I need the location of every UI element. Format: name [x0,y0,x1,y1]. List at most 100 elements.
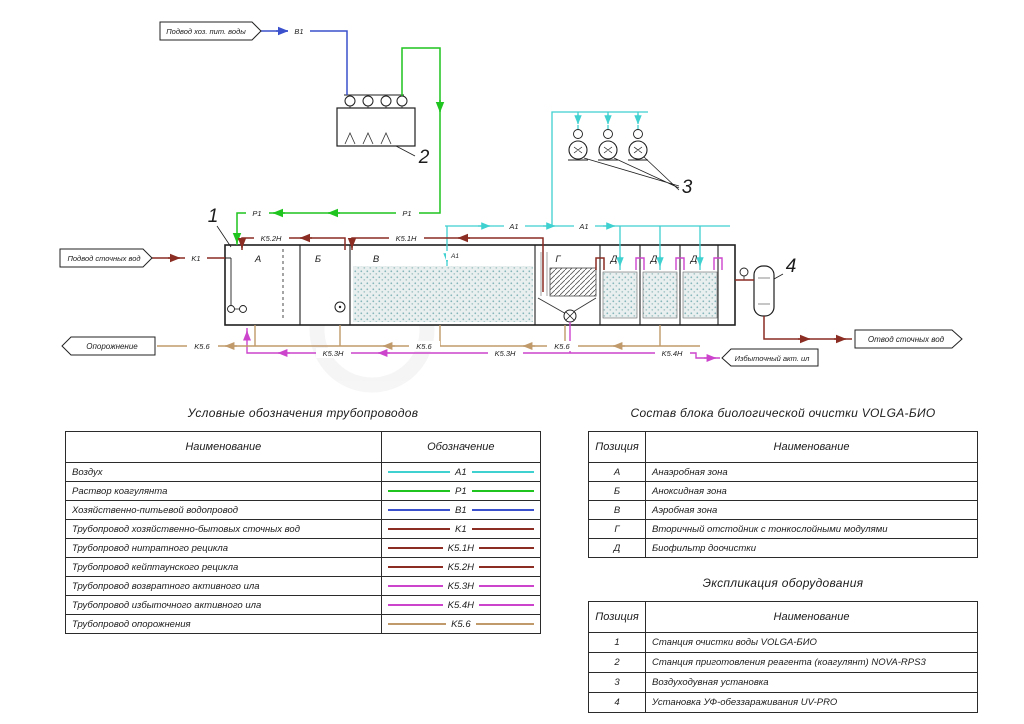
process-flow-diagram: B1 P1 P1 A1 A1 A1 K1 K5.1H K5.2H K5.6 K5… [59,21,963,367]
zone-label-d: Д [650,254,658,265]
flag-wastewater-in-label: Подвод сточных вод [67,254,140,263]
zone-label-d: Д [610,254,618,265]
pipe-code: K5.1H [447,542,475,554]
pipe-code: P1 [455,485,467,497]
equipment-table: Позиция Наименование 1 Станция очистки в… [588,601,978,713]
equipment-position: 3 [588,672,646,693]
pipe-color-sample [479,566,534,568]
pipe-name: Трубопровод нитратного рецикла [65,538,382,558]
zone-name: Вторичный отстойник с тонкослойными моду… [645,519,978,539]
label-p1: P1 [402,209,411,218]
zone-name: Анаэробная зона [645,462,978,482]
aeration-field [353,266,533,322]
legend-row: Хозяйственно-питьевой водопровод B1 [65,500,542,520]
flag-texts: Подвод хоз. пит. воды Подвод сточных вод… [67,27,944,363]
flag-emptying [61,336,156,356]
label-a1: A1 [578,222,588,231]
pipe-color-sample [387,566,443,568]
zone-name: Аэробная зона [645,500,978,520]
pipe-name: Хозяйственно-питьевой водопровод [65,500,382,520]
flag-feed-water-label: Подвод хоз. пит. воды [166,27,246,36]
zone-position: Г [588,519,646,539]
pipe-name: Трубопровод хозяйственно-бытовых сточных… [65,519,382,539]
flag-wastewater-out-label: Отвод сточных вод [868,335,945,344]
equipment-block: Экспликация оборудования Позиция Наимено… [588,576,978,713]
position-numbers: 1 2 3 4 [208,147,797,277]
label-k51: K5.1H [396,234,417,243]
composition-row: Б Аноксидная зона [588,481,978,501]
equipment-position: 4 [588,692,646,713]
zone-label-v: В [373,254,380,265]
flag-feed-water [159,21,262,41]
pipe-color-sample [479,547,534,549]
composition-row: Г Вторичный отстойник с тонкослойными мо… [588,519,978,539]
uv-unit [753,265,775,317]
pipe-name: Трубопровод опорожнения [65,614,382,634]
equipment-name: Установка УФ-обеззараживания UV-PRO [645,692,978,713]
label-a1: A1 [450,253,459,260]
dosing-pump-icon [344,95,356,107]
flag-emptying-label: Опорожнение [86,342,138,351]
pipe-color-sample [387,547,443,549]
legend-row: Раствор коагулянта P1 [65,481,542,501]
pipe-p1-coagulant [232,47,445,245]
flag-wastewater-out [854,329,963,349]
composition-row: В Аэробная зона [588,500,978,520]
mixer-icon [227,305,235,313]
pipeline-legend-table: Наименование Обозначение Воздух A1 Раств… [65,431,542,634]
dosing-pump-icon [380,95,392,107]
pipe-color-sample [479,604,534,606]
col-header-position: Позиция [588,431,646,463]
pipe-code: K5.4H [447,599,475,611]
zone-label-d: Д [690,254,698,265]
position-number-1: 1 [208,206,219,227]
zone-name: Аноксидная зона [645,481,978,501]
pipe-code: K5.6 [451,618,471,630]
flag-wastewater-in [59,248,153,268]
col-header-designation: Обозначение [380,431,542,463]
pipe-code: K1 [455,523,467,535]
label-k53: K5.3H [495,349,516,358]
pipe-color-sample [471,509,534,511]
label-a1: A1 [508,222,518,231]
position-number-2: 2 [418,147,430,168]
main-treatment-unit [224,244,749,326]
zone-labels: А Б В Г Д Д Д [254,254,698,265]
zone-position: Д [588,538,646,558]
pipe-name: Раствор коагулянта [65,481,382,501]
pipe-color-sample [387,604,443,606]
flag-excess-sludge-label: Избыточный акт. ил [735,354,811,363]
pipe-color-sample [471,528,534,530]
pipe-name: Воздух [65,462,382,482]
col-header-name: Наименование [65,431,382,463]
mixer-icon [239,305,247,313]
pipe-code: B1 [455,504,467,516]
flowmeter-icon [739,267,749,277]
col-header-name: Наименование [645,601,978,633]
label-k56: K5.6 [194,342,210,351]
label-k54: K5.4H [662,349,683,358]
composition-row: А Анаэробная зона [588,462,978,482]
zone-position: А [588,462,646,482]
pipe-color-sample [387,623,447,625]
dosing-pump-icon [396,95,408,107]
equipment-row: 4 Установка УФ-обеззараживания UV-PRO [588,692,978,713]
equipment-row: 1 Станция очистки воды VOLGA-БИО [588,632,978,653]
flag-excess-sludge [721,348,819,367]
legend-row: Трубопровод опорожнения K5.6 [65,614,542,634]
equipment-title: Экспликация оборудования [702,576,864,590]
inlet-pipe [225,257,232,305]
pipes-sewage-k1-k51-k52 [152,233,852,344]
equipment-position: 1 [588,632,646,653]
legend-row: Воздух A1 [65,462,542,482]
biofilter-block [682,271,718,319]
zone-label-g: Г [555,254,561,265]
composition-title: Состав блока биологической очистки VOLGA… [630,406,936,420]
pipe-name: Трубопровод кейптаунского рецикла [65,557,382,577]
pipe-color-sample [387,490,451,492]
pipe-color-sample [387,471,451,473]
pipe-code: K5.3H [447,580,475,592]
coagulant-station [336,94,416,147]
pipe-code-labels: B1 P1 P1 A1 A1 A1 K1 K5.1H K5.2H K5.6 K5… [185,26,690,358]
zone-name: Биофильтр доочистки [645,538,978,558]
